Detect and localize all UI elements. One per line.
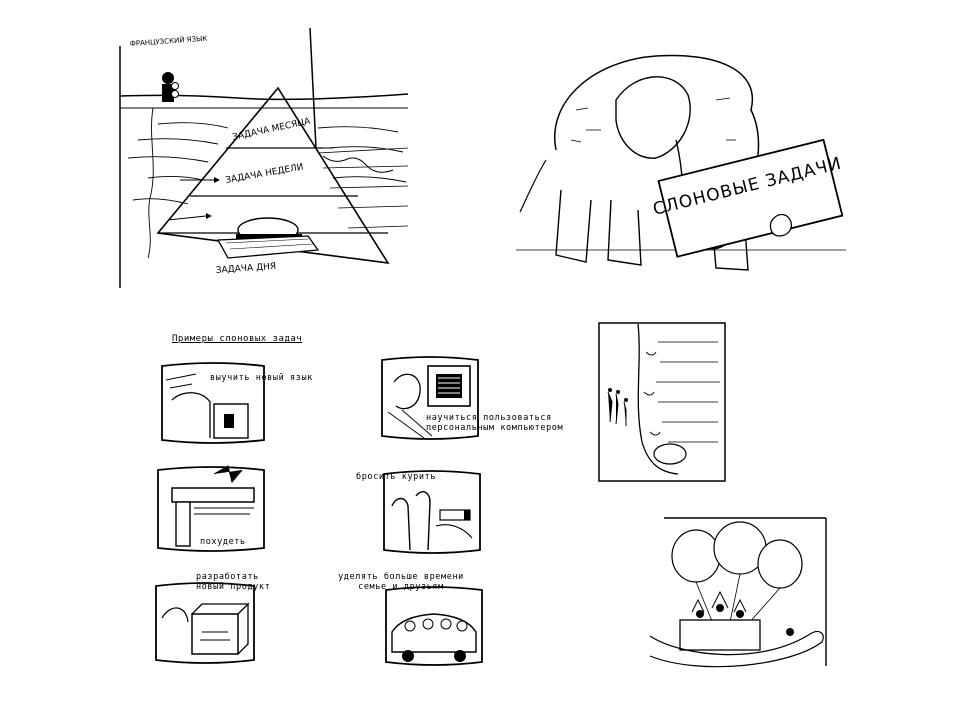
example-product-text: разработать новый продукт [196,572,271,592]
week-task-label: ЗАДАЧА НЕДЕЛИ [225,162,305,186]
month-task-label: ЗАДАЧА МЕСЯЦА [232,116,313,142]
elephant-illustration: СЛОНОВЫЕ ЗАДАЧИ [516,40,846,280]
day-task-label: ЗАДАЧА ДНЯ [216,262,277,276]
example-family-image [382,582,486,670]
example-weight-label: похудеть [200,537,246,547]
example-smoking-label: бросить курить [356,472,437,482]
celebration-illustration [640,516,828,680]
corner-label: ФРАНЦУЗСКИЙ ЯЗЫК [130,34,208,48]
elephant-closeup-illustration [598,322,726,482]
example-computer-image [378,352,482,444]
example-language-label: выучить новый язык [210,373,313,383]
example-product-label: разработать новый продукт [196,572,276,592]
example-language-image [158,360,268,448]
example-computer-text: научиться пользоваться персональным комп… [426,413,564,433]
task-pyramid-illustration: ФРАНЦУЗСКИЙ ЯЗЫК ЗАДАЧА МЕСЯЦА ЗАДАЧА НЕ… [118,28,408,290]
example-weight-image [154,462,268,556]
example-family-text: уделять больше времени семье и друзьям [338,572,464,592]
example-family-label: уделять больше времени семье и друзьям [326,572,476,592]
example-smoking-image [380,466,484,558]
examples-title: Примеры слоновых задач [172,334,303,344]
example-computer-label: научиться пользоваться персональным комп… [426,413,576,433]
example-product-image [152,578,258,668]
